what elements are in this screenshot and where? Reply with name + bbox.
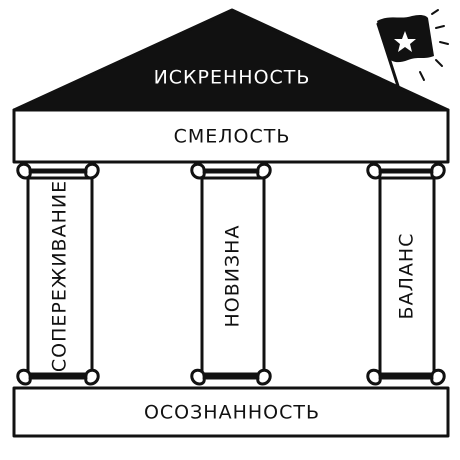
- column-3: БАЛАНС: [366, 162, 446, 386]
- roof-label: ИСКРЕННОСТЬ: [154, 67, 311, 89]
- column-2: НОВИЗНА: [190, 162, 272, 386]
- beam-label: СМЕЛОСТЬ: [174, 126, 291, 148]
- beam: [12, 108, 450, 164]
- column-1-label: СОПЕРЕЖИВАНИЕ: [49, 180, 71, 372]
- base: [12, 386, 450, 438]
- column-2-label: НОВИЗНА: [222, 225, 244, 328]
- column-1: СОПЕРЕЖИВАНИЕ: [16, 162, 100, 386]
- star-icon: [394, 31, 416, 52]
- base-label: ОСОЗНАННОСТЬ: [144, 402, 320, 424]
- flag: [376, 9, 449, 88]
- column-3-label: БАЛАНС: [396, 233, 418, 320]
